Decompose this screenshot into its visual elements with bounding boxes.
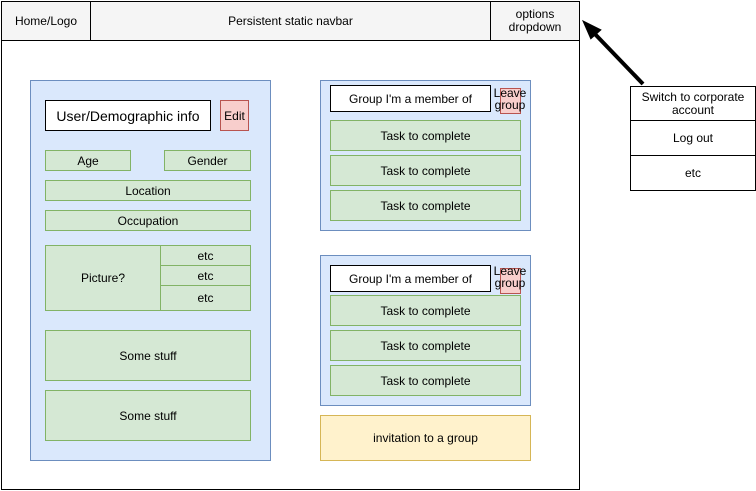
age-field: Age (45, 150, 131, 171)
group-invitation[interactable]: invitation to a group (320, 415, 531, 461)
edit-button[interactable]: Edit (220, 100, 249, 131)
task-label: Task to complete (380, 338, 471, 353)
some-stuff-label: Some stuff (119, 348, 177, 363)
options-dropdown-label: options dropdown (508, 7, 562, 34)
arrow-head (581, 19, 602, 40)
task-item[interactable]: Task to complete (330, 120, 521, 151)
menu-item-label: Switch to corporate account (641, 89, 745, 117)
task-item[interactable]: Task to complete (330, 365, 521, 396)
etc-field-1: etc (160, 245, 251, 266)
age-label: Age (77, 153, 99, 168)
menu-item-switch-account[interactable]: Switch to corporate account (630, 86, 756, 121)
invitation-label: invitation to a group (373, 431, 478, 445)
etc-label: etc (197, 291, 214, 305)
location-field: Location (45, 180, 251, 201)
menu-item-label: etc (684, 166, 701, 180)
task-label: Task to complete (380, 373, 471, 388)
group-name-label: Group I'm a member of (349, 91, 472, 106)
task-item[interactable]: Task to complete (330, 155, 521, 186)
group-name-2[interactable]: Group I'm a member of (330, 265, 491, 292)
etc-label: etc (197, 268, 214, 283)
leave-group-button-1[interactable] (500, 88, 521, 114)
navbar: Persistent static navbar (90, 1, 491, 41)
leave-group-text: Leave group (493, 264, 527, 290)
group-name-1[interactable]: Group I'm a member of (330, 85, 491, 112)
some-stuff-box-2: Some stuff (45, 390, 251, 441)
task-item[interactable]: Task to complete (330, 190, 521, 221)
navbar-title: Persistent static navbar (228, 14, 353, 28)
task-label: Task to complete (380, 198, 471, 213)
home-logo-label: Home/Logo (14, 14, 78, 28)
etc-label: etc (197, 248, 214, 263)
picture-placeholder: Picture? (45, 245, 161, 311)
gender-label: Gender (187, 153, 228, 168)
leave-group-button-2[interactable] (500, 268, 521, 294)
options-dropdown-button[interactable]: options dropdown (490, 1, 580, 41)
occupation-field: Occupation (45, 210, 251, 231)
task-label: Task to complete (380, 128, 471, 143)
menu-item-etc[interactable]: etc (630, 155, 756, 191)
some-stuff-label: Some stuff (119, 408, 177, 423)
leave-group-label-1: Leave group (490, 85, 530, 113)
task-label: Task to complete (380, 303, 471, 318)
picture-label: Picture? (80, 271, 126, 285)
occupation-label: Occupation (117, 213, 179, 228)
task-item[interactable]: Task to complete (330, 295, 521, 326)
edit-button-label: Edit (224, 108, 245, 123)
task-item[interactable]: Task to complete (330, 330, 521, 361)
some-stuff-box-1: Some stuff (45, 330, 251, 381)
user-info-header-label: User/Demographic info (56, 107, 200, 124)
arrow-line (591, 30, 645, 86)
etc-field-3: etc (160, 285, 251, 311)
home-logo-link[interactable]: Home/Logo (1, 1, 91, 41)
leave-group-label-2: Leave group (490, 263, 530, 291)
task-label: Task to complete (380, 163, 471, 178)
menu-item-label: Log out (672, 131, 714, 145)
leave-group-text: Leave group (493, 86, 527, 112)
gender-field: Gender (164, 150, 251, 171)
group-name-label: Group I'm a member of (349, 271, 472, 286)
menu-item-log-out[interactable]: Log out (630, 120, 756, 156)
user-info-header: User/Demographic info (45, 100, 211, 131)
location-label: Location (125, 183, 171, 198)
